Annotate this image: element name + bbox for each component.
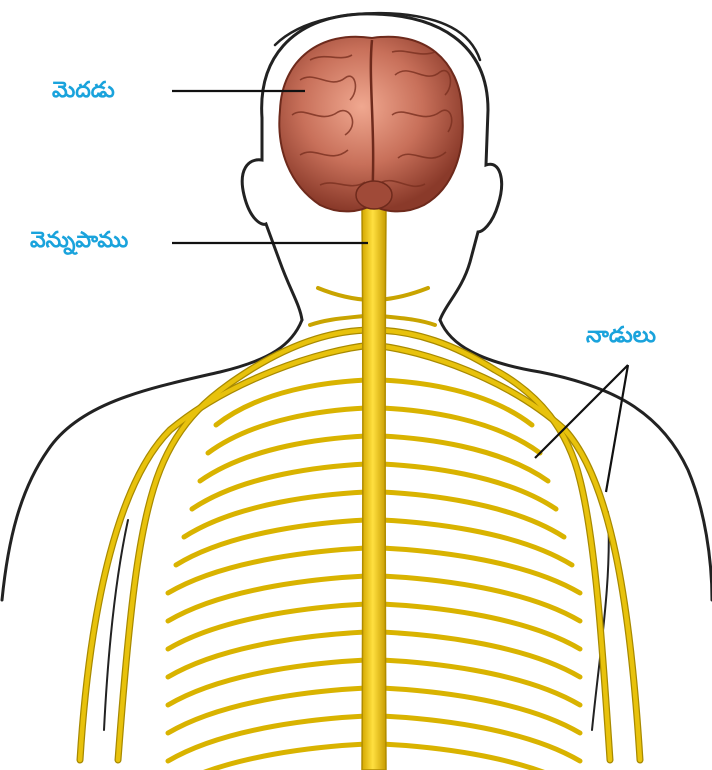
peripheral-nerves xyxy=(80,288,640,770)
spinal-cord xyxy=(362,200,386,770)
spinal-cord-label: వెన్నుపాము xyxy=(30,230,128,252)
nerves-label: నాడులు xyxy=(586,325,656,347)
brain-label: మెదడు xyxy=(52,80,115,102)
brain xyxy=(279,37,462,212)
